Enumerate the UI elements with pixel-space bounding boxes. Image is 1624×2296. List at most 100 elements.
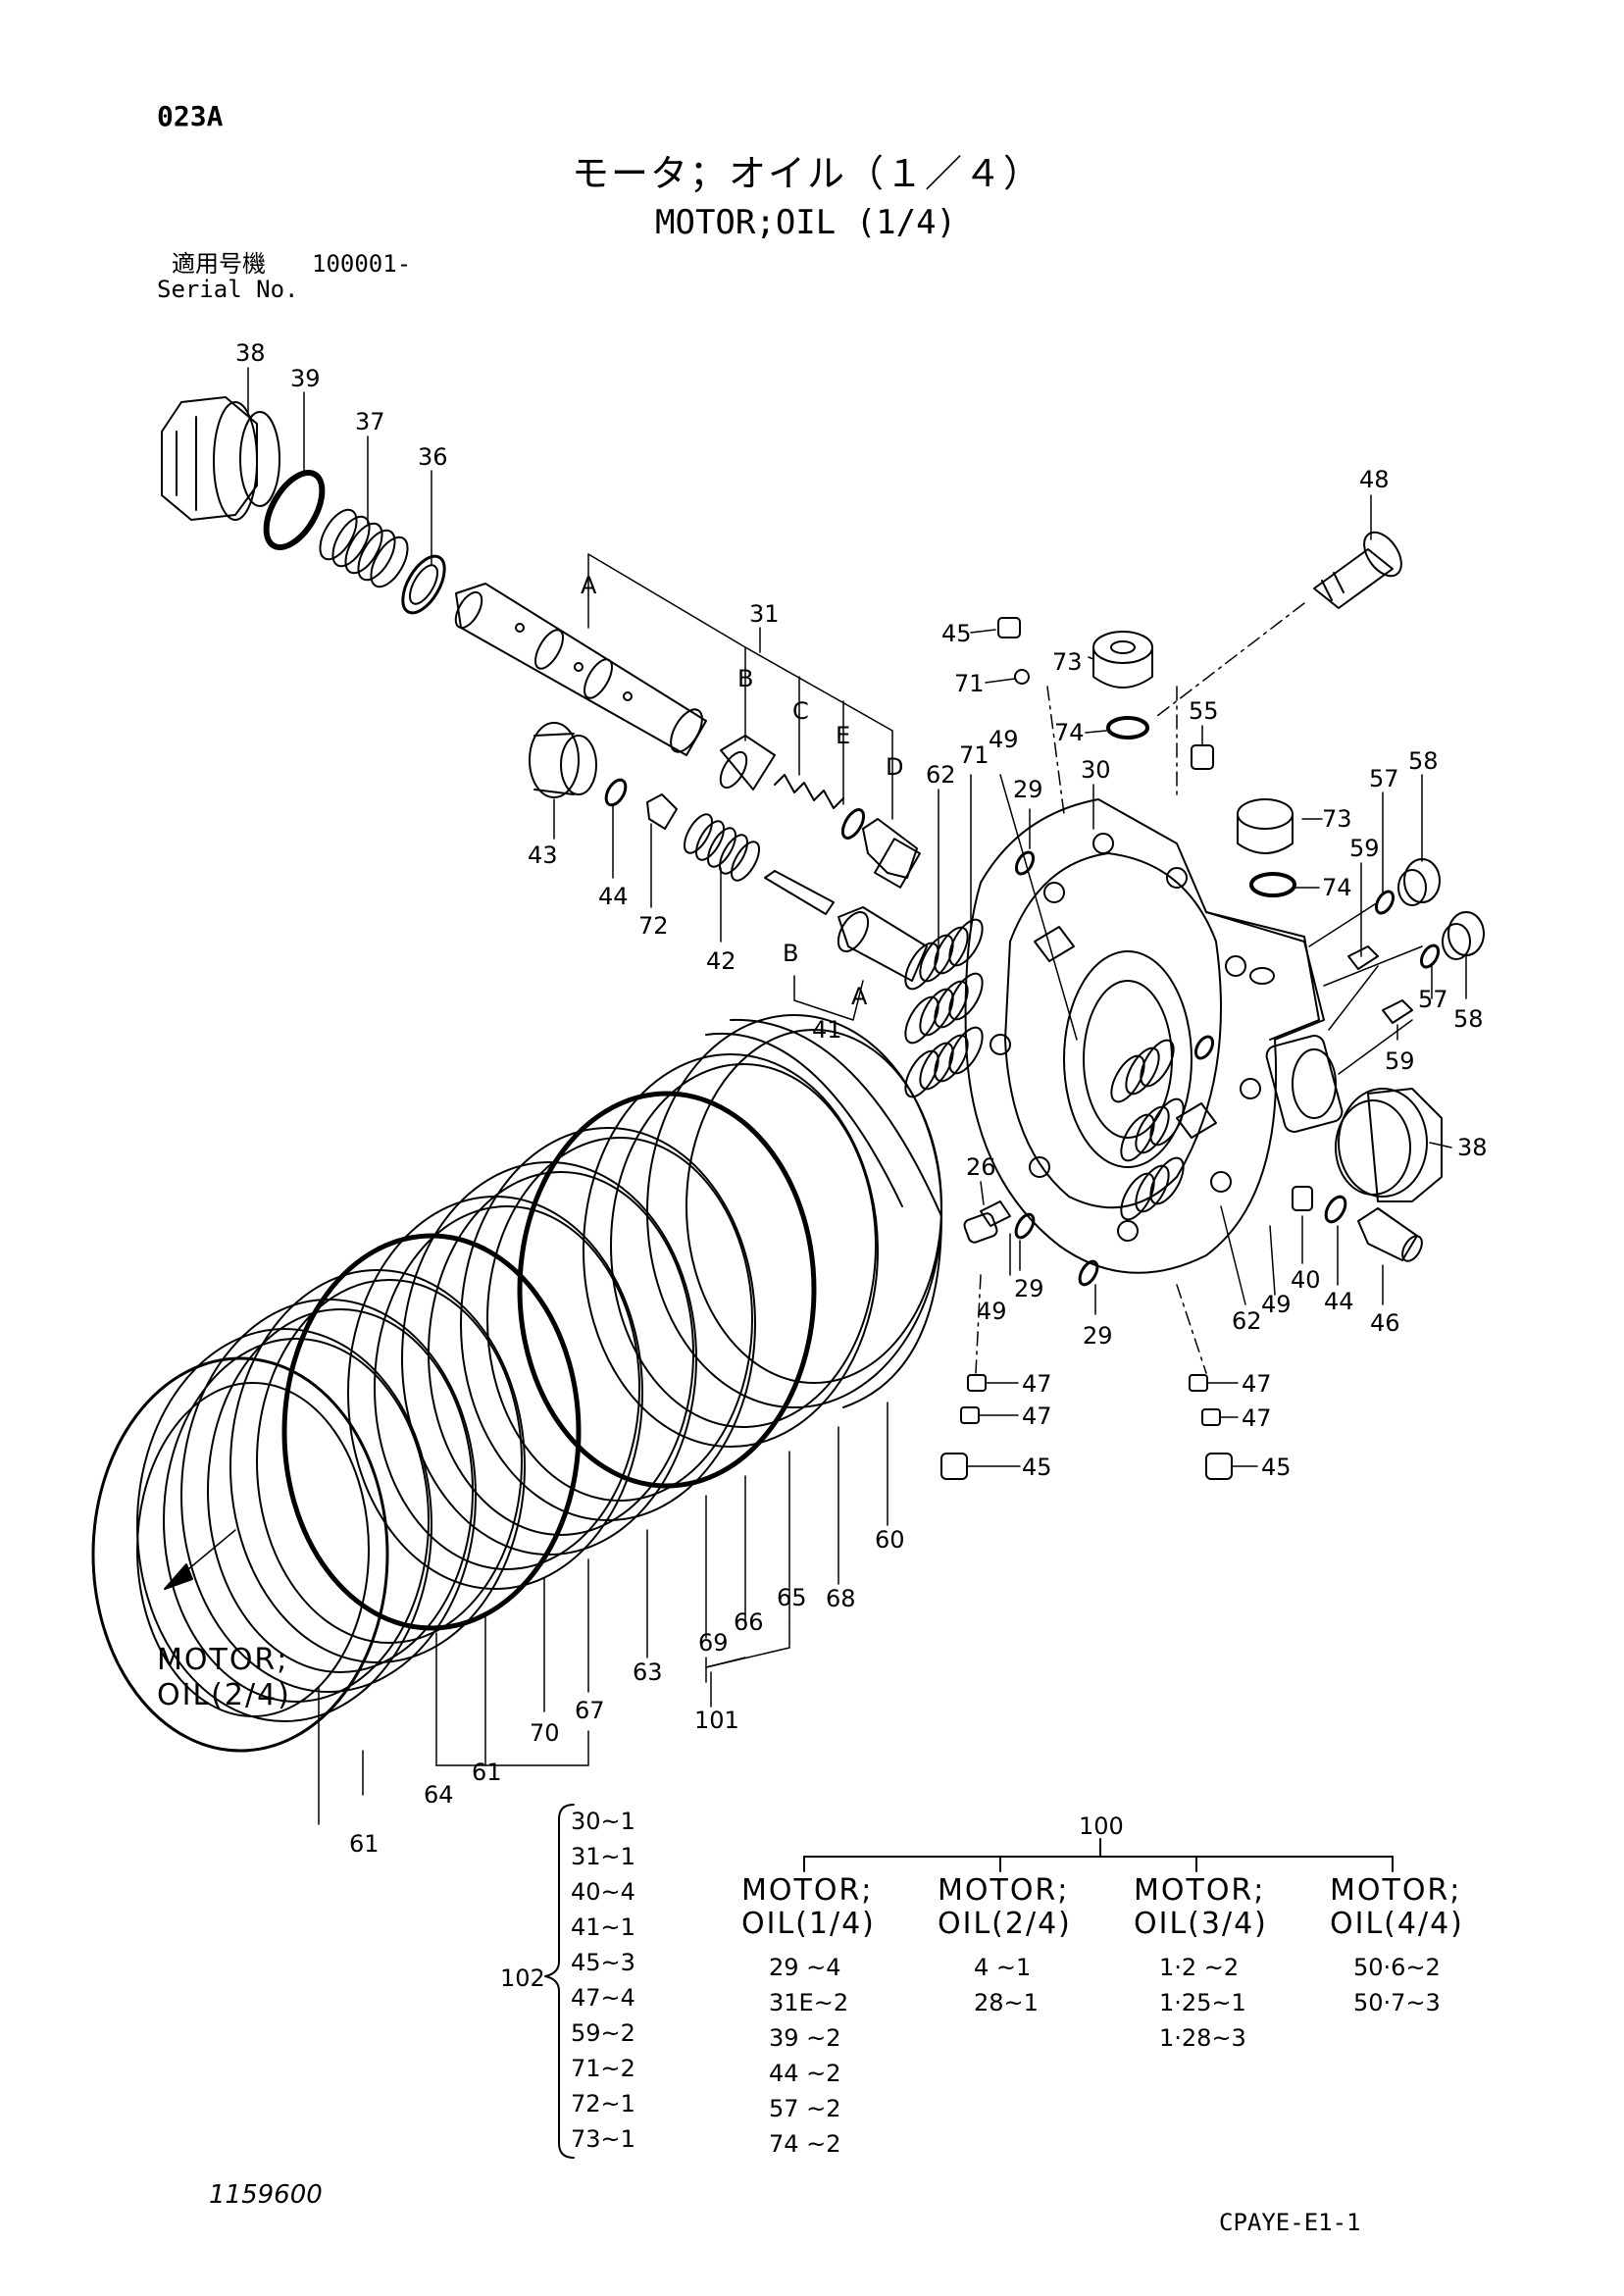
column-3-entry: 1·28~3: [1159, 2024, 1246, 2052]
column-4-entry: 50·6~2: [1353, 1954, 1441, 1981]
plug-58-upper: [1397, 858, 1441, 906]
callout-60: 60: [875, 1526, 905, 1554]
plug-55: [1191, 744, 1214, 770]
callout-44-right: 44: [1324, 1288, 1354, 1315]
kit-item: 73~1: [571, 2125, 635, 2153]
callout-47-left-a: 47: [1022, 1370, 1052, 1398]
kit-item: 40~4: [571, 1878, 635, 1906]
poppet-41b: [764, 870, 835, 915]
page-title-japanese: モータ；オイル（１／４）: [572, 152, 1043, 195]
kit-item: 30~1: [571, 1808, 635, 1835]
column-1-entry: 39 ~2: [769, 2024, 841, 2052]
callout-45-top: 45: [941, 620, 972, 647]
page-code: 023A: [157, 100, 224, 132]
bracket-41: [793, 975, 864, 1021]
callout-55: 55: [1189, 697, 1219, 725]
ring-29-lower-b: [1078, 1259, 1099, 1287]
callout-45-right: 45: [1261, 1454, 1292, 1481]
cross-ref-line1: MOTOR;: [157, 1643, 288, 1677]
leader-lines: [247, 367, 1467, 1825]
bolt-48: [1313, 531, 1402, 609]
spring-42: [684, 813, 760, 882]
ring-31e: [840, 808, 866, 840]
callout-74-right: 74: [1322, 874, 1352, 901]
ring-29-upper: [1014, 850, 1036, 876]
pin-26: [980, 1200, 1011, 1227]
part-code: 1159600: [209, 2180, 323, 2210]
column-3-entry: 1·25~1: [1159, 1989, 1246, 2016]
springs-62-right: [1110, 1039, 1217, 1221]
plug-40: [1292, 1186, 1313, 1211]
callout-57-upper: 57: [1369, 765, 1399, 792]
serial-label-english: Serial No.: [157, 276, 299, 303]
plugs-47-45-left: [940, 1374, 987, 1480]
plug-38-right: [1335, 1088, 1443, 1202]
callout-58-lower: 58: [1453, 1005, 1484, 1033]
page-title-english: MOTOR;OIL (1/4): [655, 203, 957, 242]
document-code: CPAYE-E1-1: [1219, 2209, 1361, 2236]
column-2-entry: 28~1: [974, 1989, 1039, 2016]
column-heading-1: MOTOR;: [741, 1873, 873, 1908]
column-3-entry: 1·2 ~2: [1159, 1954, 1239, 1981]
column-heading-2b: OIL(2/4): [938, 1907, 1072, 1941]
plug-43: [529, 722, 597, 798]
callout-38-right: 38: [1457, 1134, 1488, 1161]
callout-31-d: D: [886, 753, 903, 781]
callout-31-b: B: [737, 665, 753, 692]
kit-item: 72~1: [571, 2090, 635, 2117]
kit-102-label: 102: [500, 1964, 545, 1992]
callout-30: 30: [1081, 756, 1111, 784]
callout-47-left-b: 47: [1022, 1403, 1052, 1430]
callout-62-lower: 62: [1232, 1307, 1262, 1335]
bolt-48-axis-line: [1156, 602, 1305, 717]
callout-66: 66: [734, 1608, 764, 1636]
plug-38-top: [161, 396, 280, 521]
column-1-entry: 57 ~2: [769, 2095, 841, 2122]
callout-49-lower: 49: [977, 1298, 1007, 1325]
clutch-pack: [91, 1014, 942, 1753]
ring-57-lower: [1419, 944, 1441, 969]
callout-67: 67: [575, 1697, 605, 1724]
kit-item: 47~4: [571, 1984, 635, 2012]
callout-26: 26: [966, 1153, 996, 1181]
column-heading-2: MOTOR;: [938, 1873, 1069, 1908]
callout-37: 37: [355, 408, 385, 435]
fitting-46: [1357, 1207, 1423, 1262]
callout-73-right: 73: [1322, 805, 1352, 833]
springs-62-left: [904, 918, 984, 1098]
callout-41-b: B: [783, 940, 798, 967]
kit-item: 41~1: [571, 1913, 635, 1941]
callout-45-left: 45: [1022, 1454, 1052, 1481]
plug-73-right: [1237, 798, 1294, 854]
callout-47-right-a: 47: [1242, 1370, 1272, 1398]
callout-69: 69: [698, 1629, 729, 1657]
dashed-leaders-bottom: [975, 686, 1207, 1374]
serial-label-japanese: 適用号機: [172, 250, 266, 278]
callout-61: 61: [472, 1759, 502, 1786]
callout-59-lower: 59: [1385, 1047, 1415, 1075]
kit-102-list: 102 30~1 31~1 40~4 41~1 45~3 47~4 59~2 7…: [500, 1808, 635, 2153]
callout-31: 31: [749, 600, 780, 628]
ring-36: [401, 554, 446, 615]
direction-arrow: [164, 1529, 236, 1590]
callout-36: 36: [418, 443, 448, 471]
kit-item: 31~1: [571, 1843, 635, 1870]
callout-71-upper: 71: [959, 741, 990, 769]
callout-labels: 38 39 37 36 48 31 A B C E D 45 71 73 74 …: [235, 339, 1488, 1858]
pin-49-lower: [963, 1212, 998, 1244]
callout-29-lower-b: 29: [1083, 1322, 1113, 1350]
bracket-31: [587, 553, 893, 820]
column-heading-3b: OIL(3/4): [1134, 1907, 1268, 1941]
ring-57-upper: [1374, 890, 1396, 915]
callout-64: 64: [424, 1781, 454, 1809]
callout-29-upper: 29: [1013, 776, 1043, 803]
callout-41-a: A: [851, 983, 868, 1010]
spring-37: [319, 508, 409, 588]
callout-63: 63: [633, 1658, 663, 1686]
ring-29-lower-a: [1014, 1212, 1036, 1240]
piston-31d: [862, 818, 921, 889]
callout-44-mid: 44: [598, 883, 629, 910]
plugs-47-45-right: [1189, 1374, 1233, 1480]
column-1-entry: 29 ~4: [769, 1954, 841, 1981]
